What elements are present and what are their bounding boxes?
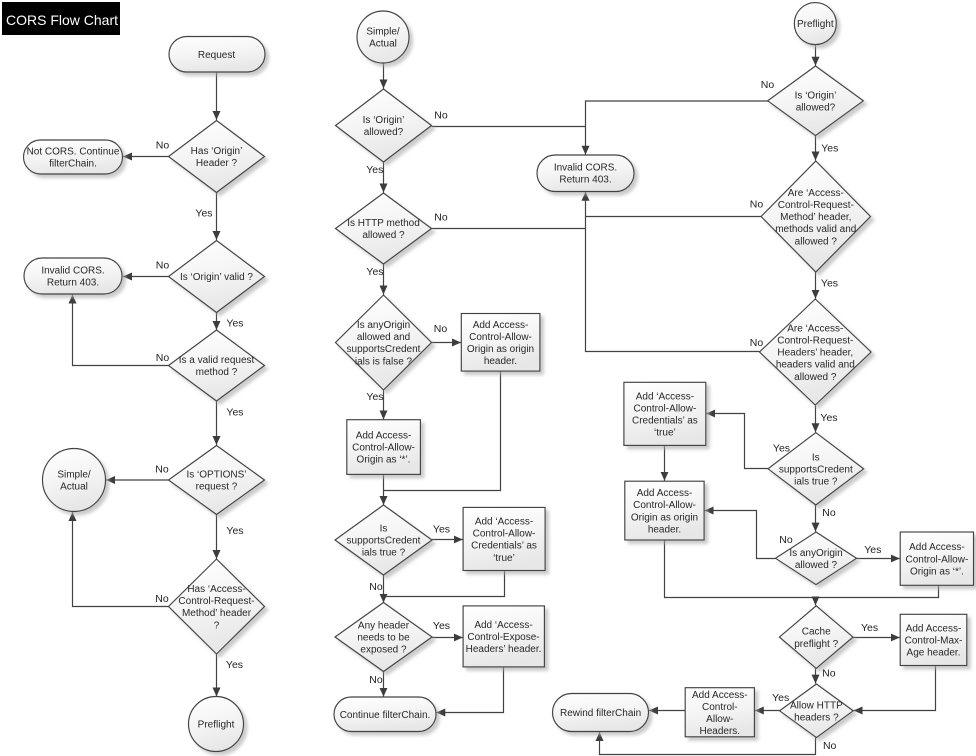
svg-text:Yes: Yes [366,266,383,278]
svg-text:Add Access-Control-Allow-Origi: Add Access-Control-Allow-Origin as ‘*’. [352,431,415,466]
svg-text:Yes: Yes [773,442,790,454]
svg-text:Yes: Yes [226,525,243,537]
svg-text:Continue filterChain.: Continue filterChain. [340,710,431,721]
svg-text:Is ‘Origin’ valid ?: Is ‘Origin’ valid ? [180,272,253,283]
svg-text:Preflight: Preflight [797,19,834,30]
svg-text:Are ‘Access-Control-Request-He: Are ‘Access-Control-Request-Headers’ hea… [776,323,855,382]
svg-text:Add Access-Control-Allow-Origi: Add Access-Control-Allow-Origin as origi… [467,320,534,367]
svg-text:No: No [779,534,793,546]
svg-text:Add ‘Access-Control-Allow-Cred: Add ‘Access-Control-Allow-Credentials’ a… [632,391,698,438]
svg-text:No: No [156,352,170,364]
svg-text:Yes: Yes [226,318,243,330]
svg-text:Add Access-Control-Allow-Origi: Add Access-Control-Allow-Origin as ‘*’. [906,542,969,577]
svg-text:Add Access-Control-Max-Age hea: Add Access-Control-Max-Age header. [905,623,963,658]
svg-text:CORS Flow Chart: CORS Flow Chart [6,12,118,28]
svg-text:No: No [750,337,764,349]
svg-text:No: No [822,668,836,680]
svg-text:Yes: Yes [820,412,837,424]
svg-text:Add Access-Control-Allow-Heade: Add Access-Control-Allow-Headers. [692,690,748,737]
svg-text:Add Access-Control-Allow-Origi: Add Access-Control-Allow-Origin as origi… [631,488,698,535]
svg-text:Yes: Yes [821,142,838,154]
svg-text:Has ‘Access-Control-Request-Me: Has ‘Access-Control-Request-Method’ head… [178,584,254,631]
svg-text:Is ‘Origin’allowed?: Is ‘Origin’allowed? [795,90,837,113]
svg-text:Yes: Yes [226,659,243,671]
svg-text:No: No [750,198,764,210]
svg-text:No: No [434,323,448,335]
svg-text:No: No [822,507,836,519]
svg-text:Invalid CORS.Return 403.: Invalid CORS.Return 403. [41,266,104,289]
svg-text:Simple/Actual: Simple/Actual [57,470,91,493]
svg-text:No: No [823,740,837,752]
svg-text:Has ‘Origin’Header ?: Has ‘Origin’Header ? [191,146,243,169]
svg-text:Yes: Yes [226,406,243,418]
svg-text:No: No [155,593,169,605]
svg-text:Preflight: Preflight [198,720,235,731]
svg-text:Yes: Yes [772,692,789,704]
svg-text:Yes: Yes [821,277,838,289]
svg-text:Yes: Yes [433,620,450,632]
svg-text:No: No [155,463,169,475]
svg-text:No: No [156,259,170,271]
svg-text:Rewind filterChain: Rewind filterChain [560,708,641,719]
svg-text:No: No [434,109,448,121]
svg-text:Add ‘Access-Control-Expose-Hea: Add ‘Access-Control-Expose-Headers’ head… [466,620,542,655]
svg-text:No: No [369,674,383,686]
svg-text:No: No [434,211,448,223]
svg-text:Yes: Yes [864,544,881,556]
svg-text:Yes: Yes [195,207,212,219]
svg-text:Is ‘OPTIONS’request ?: Is ‘OPTIONS’request ? [186,470,246,493]
svg-text:Invalid CORS.Return 403.: Invalid CORS.Return 403. [554,163,617,186]
svg-text:Add ‘Access-Control-Allow-Cred: Add ‘Access-Control-Allow-Credentials’ a… [471,517,537,564]
svg-text:Request: Request [198,50,235,61]
svg-text:Is ‘Origin’allowed?: Is ‘Origin’allowed? [363,115,405,138]
svg-text:Simple/Actual: Simple/Actual [366,27,400,50]
svg-text:No: No [156,139,170,151]
svg-text:No: No [369,581,383,593]
svg-text:Yes: Yes [433,523,450,535]
svg-text:Yes: Yes [366,391,383,403]
svg-text:Yes: Yes [366,164,383,176]
svg-text:Are ‘Access-Control-Request-Me: Are ‘Access-Control-Request-Method’ head… [775,188,856,247]
svg-text:No: No [761,79,775,91]
svg-text:Yes: Yes [861,622,878,634]
